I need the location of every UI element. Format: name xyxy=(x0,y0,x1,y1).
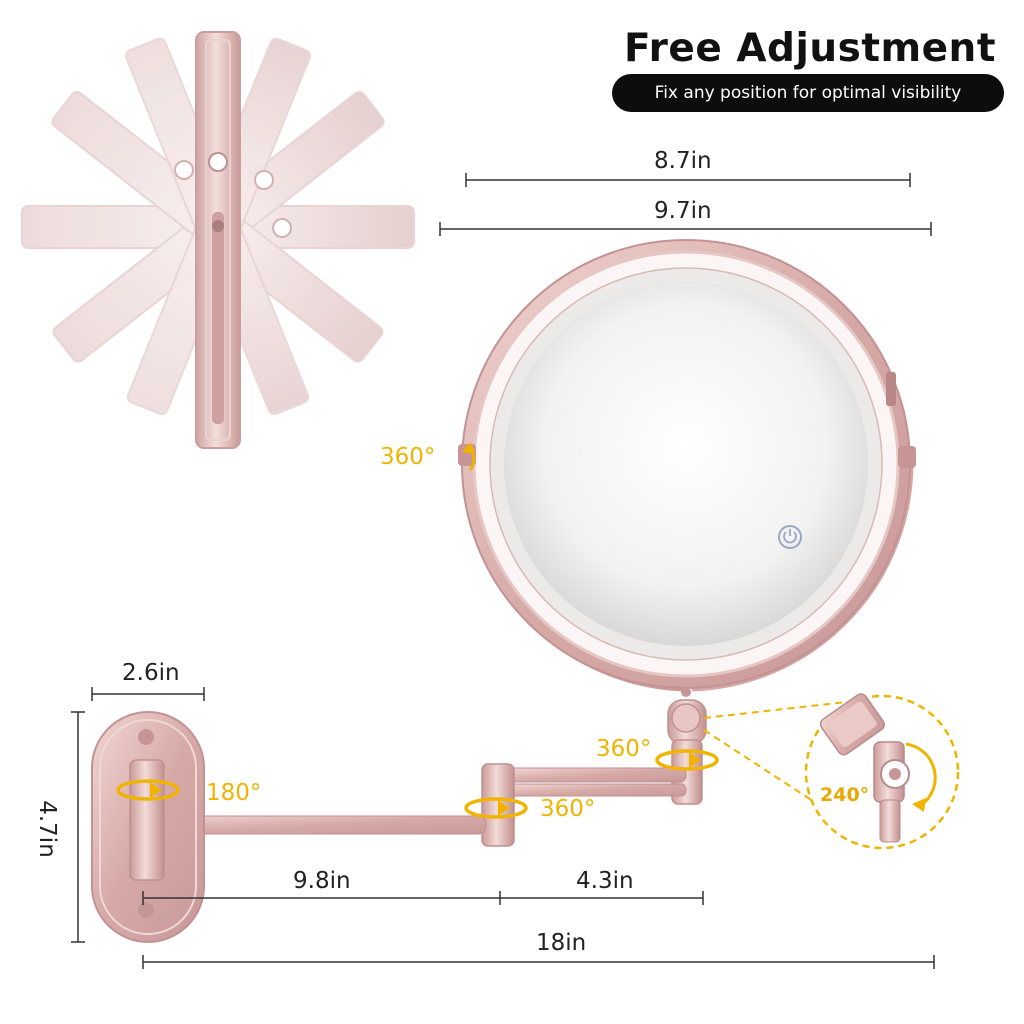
dim-arm-long: 9.8in xyxy=(293,868,351,894)
dim-base-height: 4.7in xyxy=(33,800,60,858)
mirror-head xyxy=(458,239,916,692)
rotation-neck-detail: 240° xyxy=(820,784,870,806)
dim-base-width: 2.6in xyxy=(122,660,180,686)
arm-assembly xyxy=(91,687,719,943)
dim-arm-short: 4.3in xyxy=(576,868,634,894)
rotation-middle-joint: 360° xyxy=(540,796,596,822)
power-icon xyxy=(778,525,802,549)
rotation-illustration xyxy=(21,31,415,449)
page-title: Free Adjustment xyxy=(624,26,996,71)
dim-total-reach: 18in xyxy=(536,930,587,956)
rotation-base-joint: 180° xyxy=(206,780,262,806)
subtitle-badge: Fix any position for optimal visibility xyxy=(612,74,1004,112)
dim-mirror-outer: 9.7in xyxy=(654,198,712,224)
dim-mirror-inner: 8.7in xyxy=(654,148,712,174)
rotation-mirror-tilt: 360° xyxy=(380,444,436,470)
rotation-neck-swivel: 360° xyxy=(596,736,652,762)
neck-detail-callout xyxy=(703,693,960,850)
dimension-lines xyxy=(439,173,932,236)
